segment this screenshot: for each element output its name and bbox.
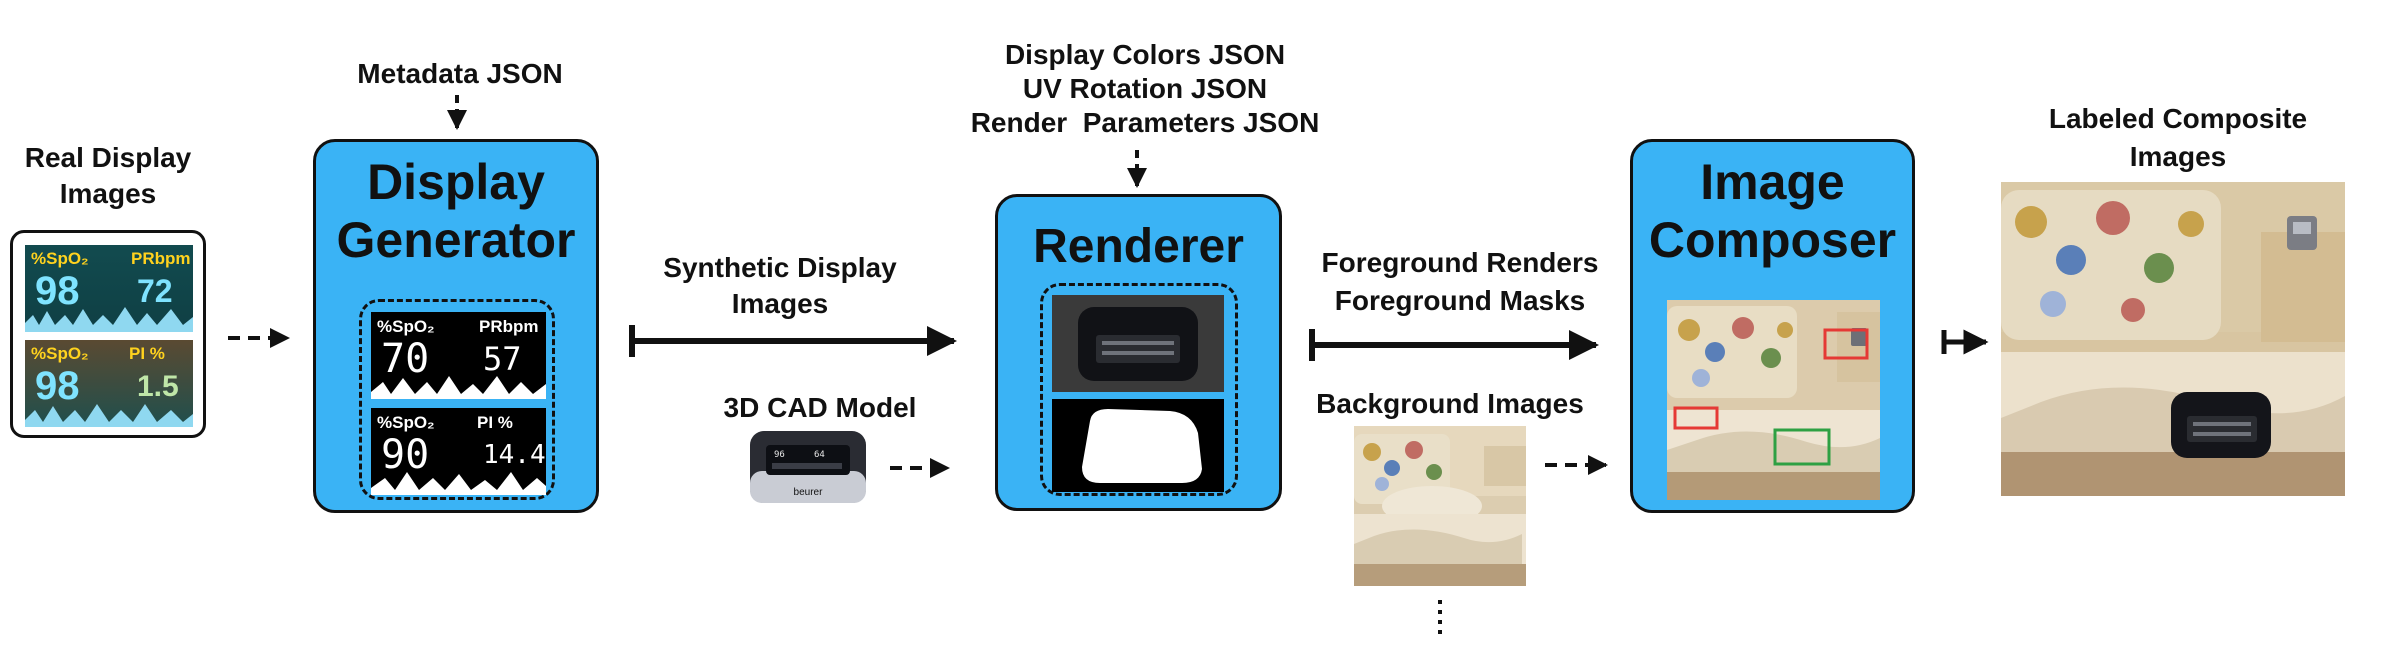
synthetic-label-line2: Images [731,288,829,320]
real-bottom-value-left: 98 [35,364,80,408]
real-bottom-label-left: %SpO₂ [31,344,89,363]
render-device [1078,307,1198,381]
cad-model-label: 3D CAD Model [680,390,960,426]
synthetic-top-value-right: 57 [483,340,522,378]
real-top-waveform [25,307,193,332]
synthetic-label-line1: Synthetic Display [663,252,897,283]
fg-renders-label: Foreground Renders [1321,247,1599,278]
composed-image [1667,300,1880,500]
synthetic-top-label-left: %SpO₂ [377,317,435,336]
renderer-title: Renderer [998,219,1279,274]
labeled-composite-image [2001,182,2345,496]
renderer-block: Renderer [995,194,1282,511]
display-colors-label: Display Colors JSON [1004,39,1286,70]
foreground-label: Foreground Renders Foreground Masks [1290,244,1630,320]
svg-text:96: 96 [774,450,785,460]
synthetic-bottom-label-left: %SpO₂ [377,413,435,432]
image-composer-title: Image Composer [1633,154,1912,269]
composed-scene [1667,300,1880,500]
real-display-label: Real Display Images [0,140,216,213]
generator-output-frame: %SpO₂ PRbpm 70 57 %SpO₂ PI % 90 14.4 [359,299,555,500]
background-label: Background Images [1290,386,1610,422]
synthetic-bottom-value-right: 14.4 [483,440,546,470]
cad-model-image: 96 64 beurer [744,427,872,507]
real-bottom-value-right: 1.5 [137,370,179,403]
synthetic-bottom-value-left: 90 [381,432,430,478]
mask-shape [1082,409,1202,483]
background-label-text: Background Images [1316,388,1584,419]
renderer-output-frame [1040,283,1238,496]
real-display-top: %SpO₂ PRbpm 98 72 [25,245,193,332]
synthetic-bottom-label-right: PI % [477,413,513,432]
real-top-value-right: 72 [137,273,173,309]
foreground-mask-image [1052,399,1224,492]
real-display-label-line2: Images [59,178,157,210]
real-bottom-waveform [25,404,193,427]
synthetic-top-waveform [371,376,546,399]
real-top-value-left: 98 [35,269,80,313]
composite-label: Labeled Composite Images [2000,100,2356,176]
display-generator-title: Display Generator [316,154,596,269]
real-bottom-label-right: PI % [129,344,165,363]
renderer-title-text: Renderer [1033,220,1244,273]
json-inputs-label: Display Colors JSON UV Rotation JSON Ren… [935,38,1355,140]
background-image [1354,426,1526,586]
composite-label-line1: Labeled Composite [2048,103,2308,134]
metadata-label: Metadata JSON [300,56,620,92]
display-generator-title-line2: Generator [336,211,576,268]
uv-rotation-label: UV Rotation JSON [1022,73,1268,105]
image-composer-title-line1: Image [1700,154,1845,210]
cad-model-label-text: 3D CAD Model [723,392,917,423]
real-top-label-left: %SpO₂ [31,249,89,268]
foreground-render-image [1052,295,1224,392]
real-display-label-line1: Real Display [24,142,192,173]
synthetic-label: Synthetic Display Images [620,250,940,323]
image-composer-title-line2: Composer [1648,211,1897,268]
image-composer-block: Image Composer [1630,139,1915,513]
real-display-bottom: %SpO₂ PI % 98 1.5 [25,340,193,427]
synthetic-bottom-waveform [371,472,546,495]
real-display-frame: %SpO₂ PRbpm 98 72 %SpO₂ PI % 98 1.5 [10,230,206,438]
synthetic-display-bottom: %SpO₂ PI % 90 14.4 [371,408,546,495]
composite-label-line2: Images [2129,140,2227,172]
display-generator-block: Display Generator %SpO₂ PRbpm 70 57 %SpO… [313,139,599,513]
composite-scene [2001,182,2345,496]
synthetic-top-label-right: PRbpm [479,317,539,336]
synthetic-top-value-left: 70 [381,336,430,382]
metadata-label-text: Metadata JSON [357,58,563,89]
render-params-label: Render Parameters JSON [970,107,1320,139]
synthetic-display-top: %SpO₂ PRbpm 70 57 [371,312,546,399]
cad-model-brand: beurer [793,487,823,498]
svg-text:64: 64 [814,450,825,460]
fg-masks-label: Foreground Masks [1334,284,1586,316]
real-top-label-right: PRbpm [131,249,191,268]
background-bedroom-scene [1354,426,1526,586]
display-generator-title-line1: Display [367,154,545,210]
cad-model-device: 96 64 [750,431,866,503]
